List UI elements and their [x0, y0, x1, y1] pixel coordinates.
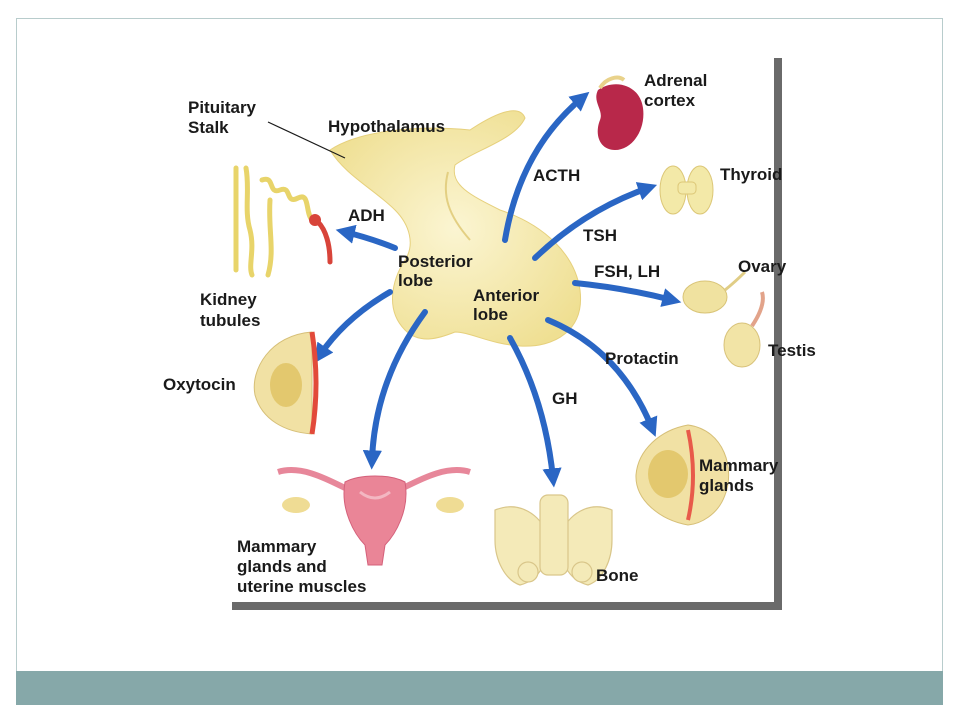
- arrow-oxytocin: [314, 289, 393, 363]
- thyroid-illustration: [659, 165, 714, 215]
- label-mammary-glands-right: Mammary glands: [699, 456, 783, 495]
- footer-bar: [16, 671, 943, 705]
- label-hypothalamus: Hypothalamus: [328, 117, 445, 136]
- label-gh: GH: [552, 389, 578, 408]
- arrow-acth: [502, 91, 590, 243]
- arrow-uterine: [362, 309, 428, 470]
- arrow-tsh: [532, 182, 658, 261]
- uterus-illustration: [277, 467, 471, 566]
- label-testis: Testis: [768, 341, 816, 360]
- pelvis-bone-illustration: [494, 494, 613, 586]
- label-fsh-lh: FSH, LH: [594, 262, 660, 281]
- label-bone: Bone: [596, 566, 639, 585]
- diagram-labels: Pituitary Stalk Hypothalamus Posterior l…: [163, 71, 816, 596]
- arrow-adh: [335, 224, 398, 251]
- adrenal-cortex-illustration: [596, 75, 644, 150]
- label-posterior-lobe: Posterior lobe: [398, 252, 477, 290]
- label-ovary: Ovary: [738, 257, 787, 276]
- label-adrenal-cortex: Adrenal cortex: [644, 71, 712, 110]
- testis-illustration: [723, 291, 765, 368]
- pituitary-stalk-pointer: [267, 121, 346, 159]
- label-kidney-tubules: Kidney tubules: [200, 290, 261, 330]
- label-mammary-uterine: Mammary glands and uterine muscles: [237, 537, 366, 596]
- pituitary-gland-illustration: [329, 110, 582, 347]
- arrow-protactin: [545, 317, 658, 437]
- kidney-tubules-illustration: [233, 165, 333, 278]
- label-tsh: TSH: [583, 226, 617, 245]
- label-protactin: Protactin: [605, 349, 679, 368]
- arrow-gh: [507, 335, 562, 488]
- label-acth: ACTH: [533, 166, 580, 185]
- label-thyroid: Thyroid: [720, 165, 782, 184]
- breast-illustration-right: [635, 424, 730, 526]
- hormone-arrows: [314, 91, 682, 488]
- breast-illustration-left: [253, 331, 319, 435]
- label-pituitary-stalk: Pituitary Stalk: [188, 98, 261, 137]
- label-anterior-lobe: Anterior lobe: [473, 286, 544, 324]
- label-adh: ADH: [348, 206, 385, 225]
- label-oxytocin: Oxytocin: [163, 375, 236, 394]
- arrow-fsh-lh: [572, 280, 682, 307]
- ovary-illustration: [682, 270, 747, 314]
